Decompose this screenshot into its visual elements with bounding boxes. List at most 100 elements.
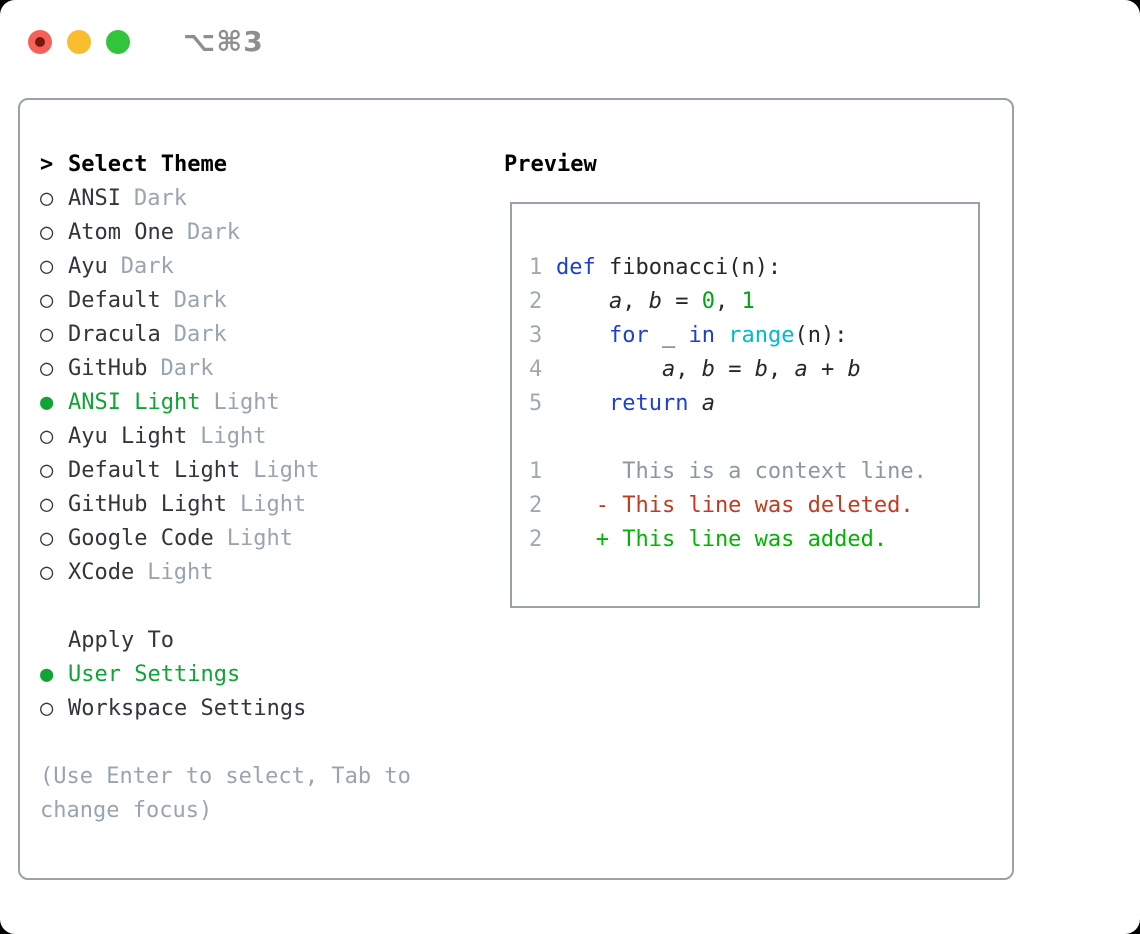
zoom-button[interactable] <box>106 29 130 54</box>
token-fg: _ <box>648 323 689 348</box>
line-number: 3 <box>529 323 543 348</box>
code-line <box>529 421 970 455</box>
token-del: - This line was deleted. <box>556 493 914 518</box>
token-var: a <box>661 357 676 382</box>
apply-to-indent <box>40 624 68 658</box>
code-text: a, b = 0, 1 <box>556 285 755 319</box>
token-kw: for <box>608 323 649 348</box>
token-fg: (n): <box>794 323 848 348</box>
radio-unselected-icon: ○ <box>40 492 54 517</box>
theme-item-variant: Light <box>226 526 293 551</box>
code-text: + This line was added. <box>556 523 887 557</box>
theme-item-variant: Light <box>239 492 307 517</box>
code-line: 3 for _ in range(n): <box>529 319 970 353</box>
radio-unselected-icon: ○ <box>40 288 54 313</box>
radio-selected-icon: ● <box>40 662 54 687</box>
apply-option-workspace-settings[interactable]: ○Workspace Settings <box>40 692 485 726</box>
code-line: 4 a, b = b, a + b <box>529 353 970 387</box>
theme-item-name: Default Light <box>68 458 241 483</box>
radio-unselected-icon: ○ <box>40 424 54 449</box>
token-var: a <box>701 391 715 416</box>
token-kw: in <box>688 323 715 348</box>
theme-item-name: Google Code <box>68 526 214 551</box>
code-line: 1 This is a context line. <box>529 455 970 489</box>
apply-to-list: ●User Settings○Workspace Settings <box>40 658 485 726</box>
apply-to-header: Apply To <box>40 624 485 658</box>
radio-unselected-icon: ○ <box>40 458 54 483</box>
token-var: a <box>794 357 808 382</box>
token-fg: , <box>767 357 795 382</box>
theme-item-variant: Dark <box>160 356 214 381</box>
theme-item-name: Ayu <box>68 254 108 279</box>
theme-item-name: XCode <box>68 560 135 585</box>
line-number: 5 <box>529 391 543 416</box>
token-fg <box>688 391 701 416</box>
code-text: This is a context line. <box>556 455 927 489</box>
token-var: b <box>701 357 715 382</box>
minimize-button[interactable] <box>67 29 91 54</box>
close-button-dot <box>35 36 45 47</box>
title-bar: ⌥⌘3 <box>28 25 264 58</box>
theme-item-variant: Dark <box>173 322 227 347</box>
line-number: 4 <box>529 357 543 382</box>
theme-item-github[interactable]: ○ GitHub Dark <box>40 352 485 386</box>
radio-selected-icon: ● <box>40 390 54 415</box>
line-number: 1 <box>529 255 543 280</box>
theme-item-name: GitHub <box>68 356 148 381</box>
line-number: 1 <box>529 459 543 484</box>
theme-list-title: Select Theme <box>68 152 227 177</box>
code-text: a, b = b, a + b <box>556 353 861 387</box>
theme-item-ayu[interactable]: ○ Ayu Dark <box>40 250 485 284</box>
theme-item-variant: Dark <box>133 186 187 211</box>
theme-item-name: ANSI <box>68 186 121 211</box>
radio-unselected-icon: ○ <box>40 220 54 245</box>
theme-item-name: Default <box>68 288 161 313</box>
theme-item-variant: Light <box>147 560 214 585</box>
theme-item-variant: Dark <box>186 220 240 245</box>
token-num: 0 <box>701 289 715 314</box>
radio-unselected-icon: ○ <box>40 254 54 279</box>
theme-list-header: > Select Theme <box>40 148 485 182</box>
token-fg <box>556 289 609 314</box>
preview-title: Preview <box>504 152 597 177</box>
close-button[interactable] <box>28 29 52 54</box>
code-line: 2 + This line was added. <box>529 523 970 557</box>
theme-item-variant: Light <box>200 424 267 449</box>
theme-item-variant: Light <box>213 390 280 415</box>
radio-unselected-icon: ○ <box>40 356 54 381</box>
token-ctx: This is a context line. <box>556 459 927 484</box>
line-number: 2 <box>529 493 543 518</box>
apply-option-label: Workspace Settings <box>68 696 307 721</box>
theme-item-name: GitHub Light <box>68 492 227 517</box>
theme-item-xcode[interactable]: ○ XCode Light <box>40 556 485 590</box>
radio-unselected-icon: ○ <box>40 560 54 585</box>
focus-cursor-icon: > <box>40 152 54 177</box>
code-line: 2 - This line was deleted. <box>529 489 970 523</box>
token-var: b <box>754 357 768 382</box>
token-fg <box>715 323 728 348</box>
token-fg <box>556 323 609 348</box>
token-var: a <box>608 289 623 314</box>
window-title: ⌥⌘3 <box>183 25 264 58</box>
spacer <box>40 726 485 760</box>
token-fg: + <box>807 357 848 382</box>
theme-item-github-light[interactable]: ○ GitHub Light Light <box>40 488 485 522</box>
token-fg: = <box>714 357 755 382</box>
theme-item-variant: Dark <box>120 254 174 279</box>
token-num: 1 <box>741 289 755 314</box>
token-fg: = <box>661 289 702 314</box>
code-line: 5 return a <box>529 387 970 421</box>
token-fg: , <box>714 289 742 314</box>
apply-option-user-settings[interactable]: ●User Settings <box>40 658 485 692</box>
